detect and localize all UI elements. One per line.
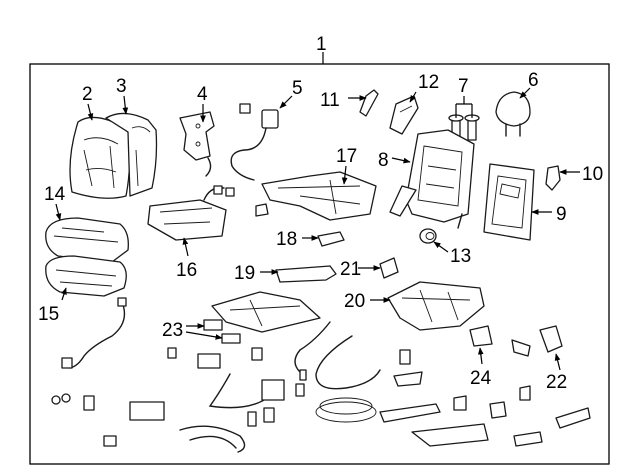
small-hardware bbox=[51, 339, 591, 447]
callout-14: 14 bbox=[44, 184, 66, 205]
seat-track-assembly bbox=[211, 291, 321, 333]
part-16-cushion-harness[interactable] bbox=[147, 185, 235, 241]
release-cables bbox=[179, 321, 381, 453]
callout-19: 19 bbox=[234, 263, 255, 284]
callout-8: 8 bbox=[378, 150, 389, 171]
callout-3: 3 bbox=[116, 76, 127, 97]
part-15-cushion-pad[interactable] bbox=[45, 255, 127, 369]
callout-23: 23 bbox=[162, 320, 183, 341]
part-17-cushion-frame[interactable] bbox=[255, 171, 377, 221]
part-20-lower-seat-frame[interactable] bbox=[387, 281, 485, 331]
callout-5: 5 bbox=[292, 78, 303, 99]
callout-7: 7 bbox=[458, 76, 469, 97]
part-8-seat-back-frame[interactable] bbox=[389, 129, 475, 229]
callout-18: 18 bbox=[276, 229, 297, 250]
assembly-frame bbox=[29, 63, 610, 465]
callout-17: 17 bbox=[336, 146, 357, 167]
part-12-recliner-cover[interactable] bbox=[389, 95, 419, 135]
callout-12: 12 bbox=[418, 72, 439, 93]
callout-21: 21 bbox=[340, 259, 361, 280]
callout-20: 20 bbox=[344, 291, 365, 312]
part-10-clip[interactable] bbox=[545, 165, 561, 191]
part-6-headrest[interactable] bbox=[495, 91, 531, 137]
callout-13: 13 bbox=[450, 246, 471, 267]
callout-10: 10 bbox=[582, 164, 603, 185]
part-13-knob[interactable] bbox=[419, 228, 437, 244]
callout-4: 4 bbox=[197, 84, 208, 105]
part-24-bracket[interactable] bbox=[469, 325, 493, 347]
part-4-harness-bracket[interactable] bbox=[179, 111, 215, 177]
part-2-seat-back-cover[interactable] bbox=[69, 116, 131, 199]
callout-11: 11 bbox=[320, 90, 340, 111]
part-14-seat-cushion[interactable] bbox=[45, 217, 129, 263]
callout-9: 9 bbox=[556, 204, 567, 225]
part-5-control-module[interactable] bbox=[230, 103, 279, 181]
part-3-seat-back-pad[interactable] bbox=[105, 112, 158, 197]
callout-6: 6 bbox=[528, 70, 539, 91]
callout-16: 16 bbox=[176, 260, 197, 281]
callout-22: 22 bbox=[546, 372, 567, 393]
part-21-clip[interactable] bbox=[379, 257, 399, 279]
callout-2: 2 bbox=[82, 84, 93, 105]
part-9-back-board[interactable] bbox=[483, 163, 535, 241]
part-18-trim-clip[interactable] bbox=[317, 231, 345, 247]
part-19-bracket-bar[interactable] bbox=[275, 265, 337, 283]
part-11-pin[interactable] bbox=[359, 89, 379, 117]
callout-24: 24 bbox=[470, 368, 492, 389]
callout-15: 15 bbox=[38, 304, 59, 325]
part-22-latch[interactable] bbox=[539, 325, 563, 353]
callout-1: 1 bbox=[316, 34, 327, 55]
